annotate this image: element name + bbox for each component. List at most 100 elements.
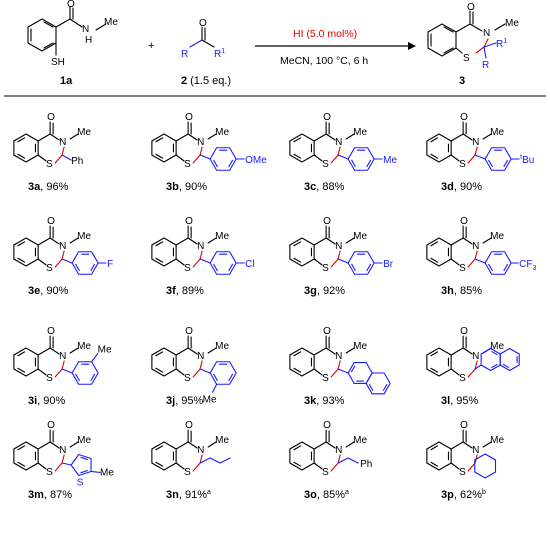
bond: [49, 133, 60, 141]
atom-s: S: [463, 53, 470, 64]
atom-s: S: [322, 373, 329, 384]
bond: [474, 250, 478, 260]
bond: [474, 258, 486, 264]
product-caption: 3i, 90%: [28, 395, 66, 407]
product-caption: 3b, 90%: [166, 181, 207, 193]
bond: [75, 373, 80, 382]
bond: [155, 153, 164, 159]
cyclohexane-ring: [474, 453, 497, 479]
bond: [293, 257, 302, 263]
bond: [199, 154, 211, 160]
bond: [69, 133, 79, 140]
bond: [450, 133, 464, 142]
bond: [337, 146, 341, 156]
bond: [325, 347, 336, 355]
bond: [192, 154, 201, 164]
bond: [228, 159, 234, 168]
bond: [325, 441, 336, 449]
atom-s: S: [459, 467, 466, 478]
bond: [293, 445, 302, 451]
bond: [430, 241, 439, 247]
bond: [192, 368, 201, 378]
ring: [13, 441, 39, 471]
bond: [155, 137, 164, 143]
bond: [37, 133, 51, 142]
atom-me: Me: [77, 435, 91, 446]
bond: [199, 454, 203, 464]
bond: [54, 368, 63, 378]
atom-s: S: [46, 263, 53, 274]
bond: [330, 154, 339, 164]
bond: [488, 263, 493, 272]
atom-me: Me: [490, 231, 504, 242]
bond: [347, 457, 359, 464]
yield-value: , 88%: [316, 181, 344, 193]
bond: [61, 258, 73, 264]
ring: [151, 441, 177, 471]
bond: [187, 133, 198, 141]
atom-r: R: [181, 49, 188, 60]
bond: [37, 347, 51, 356]
bond: [155, 257, 164, 263]
bond: [175, 154, 185, 162]
bond: [450, 237, 464, 246]
compound-id: 3k: [304, 395, 317, 407]
atom-r1: R1: [496, 38, 507, 50]
atom-o: O: [460, 112, 468, 123]
bond: [61, 454, 65, 464]
bond: [368, 384, 374, 391]
bond: [54, 154, 63, 164]
compound-id: 3e: [28, 285, 40, 297]
atom-me: Me: [353, 231, 367, 242]
yield-value: , 85%: [317, 489, 345, 501]
bond: [90, 470, 101, 474]
compound-id: 3n: [166, 489, 179, 501]
atom-n: N: [59, 137, 66, 148]
atom-n: N: [483, 28, 490, 39]
bond: [37, 154, 47, 162]
atom-s: S: [46, 159, 53, 170]
atom-n: N: [335, 445, 342, 456]
atom-n: N: [197, 445, 204, 456]
compound-id: 3a: [28, 181, 41, 193]
bond: [155, 445, 164, 451]
product-caption: 3d, 90%: [441, 181, 482, 193]
bond: [192, 462, 201, 472]
substituent-me: Me: [100, 467, 114, 478]
bond: [75, 263, 80, 272]
atom-o: O: [47, 112, 55, 123]
bond: [450, 258, 460, 266]
atom-me: Me: [215, 435, 229, 446]
bond: [228, 373, 234, 382]
reaction-arrow: HI (5.0 mol%) MeCN, 100 °C, 6 h: [255, 28, 416, 67]
ring: [347, 147, 375, 171]
bond: [450, 462, 460, 470]
atom-me: Me: [77, 127, 91, 138]
bond: [482, 133, 492, 140]
atom-n: N: [472, 445, 479, 456]
atom-sh: SH: [51, 57, 65, 68]
atom-o: O: [323, 326, 331, 337]
product-3: O N Me S R1 R 3: [427, 2, 519, 87]
bond: [175, 441, 189, 450]
footnote-mark: a: [207, 489, 211, 496]
bond: [61, 146, 65, 156]
substituent-cf3: CF3: [519, 259, 536, 272]
bond: [199, 368, 211, 374]
bond: [293, 241, 302, 247]
bond: [54, 462, 63, 472]
bond: [325, 133, 336, 141]
bond: [209, 457, 221, 464]
bond: [54, 258, 63, 268]
atom-o: O: [185, 420, 193, 431]
ring: [71, 361, 99, 385]
ring: [70, 453, 92, 477]
ring: [71, 251, 99, 275]
footnote-mark: a: [345, 489, 349, 496]
atom-o: O: [323, 216, 331, 227]
atom-me: Me: [104, 17, 118, 28]
